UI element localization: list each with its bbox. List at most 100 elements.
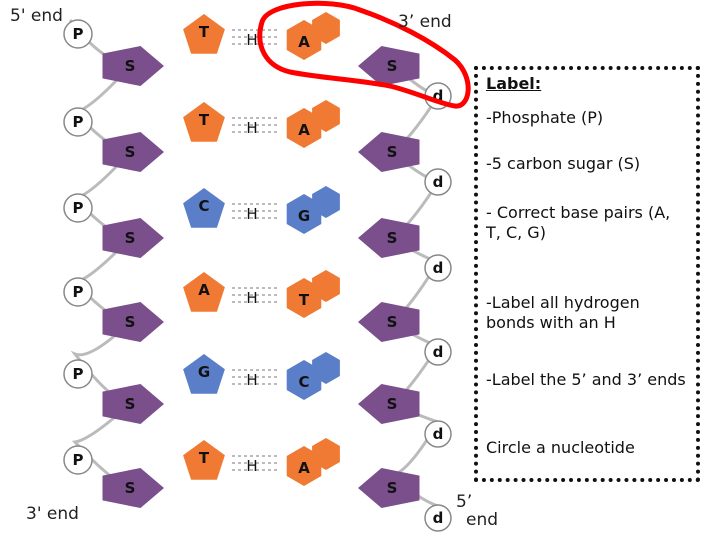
right-sugar: [358, 217, 420, 259]
left-phosphate-label: P: [73, 283, 84, 301]
backbone-lines: [68, 19, 441, 508]
right-base-label: A: [298, 121, 310, 139]
right-deoxyribose-label: d: [433, 425, 444, 443]
left-base-label: C: [198, 197, 209, 215]
legend-title: Label:: [486, 74, 542, 93]
hydrogen-bond-label: H: [246, 289, 257, 307]
left-phosphate: [63, 359, 93, 389]
left-phosphate-label: P: [73, 113, 84, 131]
hydrogen-bond-label: H: [246, 457, 257, 475]
top-left-end-label: 5' end: [10, 6, 63, 26]
right-deoxyribose-label: d: [433, 173, 444, 191]
right-deoxyribose: [424, 168, 452, 196]
hydrogen-bond-label: H: [246, 205, 257, 223]
right-base-label: T: [299, 291, 310, 309]
right-deoxyribose: [424, 254, 452, 282]
left-sugar: [102, 302, 164, 343]
left-sugar: [102, 383, 164, 425]
right-deoxyribose-label: d: [433, 87, 444, 105]
left-phosphate-label: P: [73, 365, 84, 383]
right-sugar-label: S: [387, 57, 398, 75]
nucleotide-row: P S Sd C G H: [63, 186, 452, 282]
right-base-ring: [312, 270, 340, 302]
right-base-ring: [312, 100, 340, 132]
left-base-label: T: [199, 111, 210, 129]
right-sugar: [358, 467, 420, 509]
left-sugar: [102, 131, 164, 173]
bottom-left-end-label: 3' end: [26, 504, 79, 524]
nucleotide-row: P S Sd A T H: [63, 270, 452, 366]
left-base-label: T: [199, 23, 210, 41]
left-base: [183, 272, 225, 312]
hydrogen-bond-label: H: [246, 371, 257, 389]
left-base-label: A: [198, 281, 210, 299]
right-sugar: [358, 302, 420, 343]
left-sugar-label: S: [125, 395, 136, 413]
right-sugar-label: S: [387, 395, 398, 413]
right-deoxyribose: [424, 504, 452, 532]
right-deoxyribose-label: d: [433, 509, 444, 527]
right-base-ring: [312, 12, 340, 44]
right-base-label: G: [298, 207, 310, 225]
nucleotide-row: P S Sd T A H: [63, 12, 452, 110]
right-base-label: A: [298, 33, 310, 51]
left-phosphate-label: P: [73, 199, 84, 217]
right-sugar-label: S: [387, 479, 398, 497]
left-sugar: [102, 217, 164, 259]
right-sugar: [358, 131, 420, 173]
right-base-ring: [312, 438, 340, 470]
right-base-ring: [312, 186, 340, 218]
hydrogen-bond-label: H: [246, 119, 257, 137]
right-sugar-label: S: [387, 143, 398, 161]
left-phosphate-label: P: [73, 25, 84, 43]
right-sugar: [358, 46, 420, 87]
nucleotide-row: P S Sd T A H: [63, 100, 452, 196]
left-phosphate: [63, 445, 93, 475]
left-phosphate: [63, 19, 93, 49]
left-sugar: [102, 467, 164, 509]
left-base-label: T: [199, 449, 210, 467]
right-sugar-label: S: [387, 229, 398, 247]
right-deoxyribose-label: d: [433, 259, 444, 277]
bottom-right-end-label-top: 5’: [456, 492, 473, 512]
left-phosphate-label: P: [73, 451, 84, 469]
left-phosphate: [63, 193, 93, 223]
nucleotide-row: P S Sd T A H: [63, 438, 452, 532]
top-right-end-label: 3’ end: [398, 12, 452, 32]
right-base-ring: [312, 352, 340, 384]
legend-item-ends: -Label the 5’ and 3’ ends: [486, 370, 686, 389]
left-sugar-label: S: [125, 229, 136, 247]
left-phosphate: [63, 277, 93, 307]
right-sugar: [358, 383, 420, 425]
right-deoxyribose: [424, 420, 452, 448]
legend-box: [474, 66, 700, 482]
left-base: [183, 440, 225, 480]
left-sugar-label: S: [125, 57, 136, 75]
nucleotide-circle: [257, 0, 471, 109]
right-base-label: A: [298, 459, 310, 477]
left-phosphate: [63, 107, 93, 137]
left-sugar-label: S: [125, 479, 136, 497]
legend-item-sugar: -5 carbon sugar (S): [486, 154, 641, 173]
legend-item-base-pairs: - Correct base pairs (A, T, C, G): [486, 203, 671, 242]
right-deoxyribose: [424, 338, 452, 366]
legend-item-hydrogen-bonds: -Label all hydrogen bonds with an H: [486, 293, 640, 332]
left-base: [183, 188, 225, 228]
bottom-right-end-label-bottom: end: [466, 510, 499, 530]
left-sugar-label: S: [125, 143, 136, 161]
left-base: [183, 102, 225, 142]
left-base: [183, 354, 225, 394]
left-base-label: G: [198, 363, 210, 381]
left-sugar-label: S: [125, 313, 136, 331]
right-base-label: C: [298, 373, 309, 391]
left-sugar: [102, 46, 164, 87]
nucleotide-row: P S Sd G C H: [63, 352, 452, 448]
right-sugar-label: S: [387, 313, 398, 331]
hydrogen-bond-label: H: [246, 31, 257, 49]
legend-item-phosphate: -Phosphate (P): [486, 108, 604, 127]
right-deoxyribose-label: d: [433, 343, 444, 361]
left-base: [183, 14, 225, 54]
legend-item-circle-nucleotide: Circle a nucleotide: [486, 438, 635, 457]
